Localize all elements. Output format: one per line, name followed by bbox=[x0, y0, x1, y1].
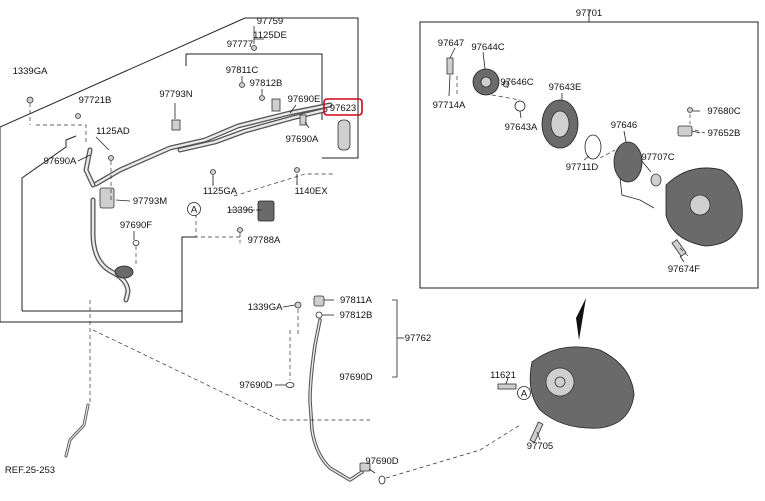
label-97690d-mid: 97690D bbox=[339, 372, 372, 383]
label-97646: 97646 bbox=[611, 120, 637, 131]
ref-pipe-25-253 bbox=[64, 403, 90, 458]
label-97788a: 97788A bbox=[248, 235, 281, 246]
label-97644c: 97644C bbox=[471, 42, 504, 53]
label-1339ga-top: 1339GA bbox=[13, 66, 49, 77]
label-1140ex: 1140EX bbox=[294, 186, 328, 197]
label-97711d: 97711D bbox=[566, 162, 599, 173]
bolt-hardware bbox=[26, 45, 307, 246]
part-labels: 97759 1125DE 97777 97811C 97812B 97690E … bbox=[5, 8, 741, 476]
leader-lines bbox=[77, 10, 701, 474]
left-assembly-frame bbox=[0, 17, 359, 323]
callout-a-left: A bbox=[191, 205, 198, 216]
label-ref-25-253: REF.25-253 bbox=[5, 465, 55, 476]
label-97690d-left: 97690D bbox=[239, 380, 272, 391]
compressor-assembled bbox=[497, 298, 635, 443]
label-97812b-top: 97812B bbox=[250, 78, 283, 89]
label-97759: 97759 bbox=[257, 16, 283, 27]
label-97793n: 97793N bbox=[159, 89, 192, 100]
pressure-sensor-97788a bbox=[257, 200, 275, 222]
label-97647: 97647 bbox=[438, 38, 464, 49]
label-97643a: 97643A bbox=[505, 122, 538, 133]
label-97690e: 97690E bbox=[288, 94, 321, 105]
label-97714a: 97714A bbox=[433, 100, 466, 111]
label-97690d-bottom: 97690D bbox=[365, 456, 398, 467]
label-97623: 97623 bbox=[330, 103, 356, 114]
label-97811c: 97811C bbox=[226, 65, 259, 76]
callout-a-circle-left bbox=[187, 202, 201, 216]
label-97721b: 97721B bbox=[79, 95, 112, 106]
highlight-box-97623 bbox=[323, 98, 363, 116]
label-97812b-mid: 97812B bbox=[340, 310, 373, 321]
receiver-drier-97623 bbox=[337, 119, 351, 151]
label-97690f: 97690F bbox=[120, 220, 152, 231]
label-97811a: 97811A bbox=[340, 295, 373, 306]
liquid-pipe-97762 bbox=[285, 295, 386, 485]
reference-lines bbox=[29, 76, 706, 479]
label-97777: 97777 bbox=[227, 39, 253, 50]
label-97643e: 97643E bbox=[549, 82, 582, 93]
label-13396: 13396 bbox=[227, 205, 253, 216]
label-1125ad: 1125AD bbox=[96, 126, 130, 137]
label-97674f: 97674F bbox=[668, 264, 700, 275]
compressor-exploded-parts bbox=[446, 57, 743, 257]
label-1339ga-mid: 1339GA bbox=[248, 302, 284, 313]
label-97701: 97701 bbox=[576, 8, 602, 19]
label-1125ga: 1125GA bbox=[203, 186, 238, 197]
label-97707c: 97707C bbox=[641, 152, 674, 163]
label-97705: 97705 bbox=[527, 441, 553, 452]
callout-a-bottom: A bbox=[521, 389, 528, 400]
label-97690a-right: 97690A bbox=[286, 134, 319, 145]
label-97762: 97762 bbox=[405, 333, 431, 344]
label-97646c: 97646C bbox=[500, 77, 533, 88]
label-11621: 11621 bbox=[490, 370, 516, 381]
label-97793m: 97793M bbox=[133, 196, 167, 207]
label-97680c: 97680C bbox=[707, 106, 740, 117]
callout-a-circle-bottom bbox=[517, 386, 531, 400]
compressor-assembly-frame bbox=[419, 21, 759, 289]
label-1125de: 1125DE bbox=[253, 30, 287, 41]
label-97690a-left: 97690A bbox=[44, 156, 77, 167]
label-97652b: 97652B bbox=[708, 128, 741, 139]
